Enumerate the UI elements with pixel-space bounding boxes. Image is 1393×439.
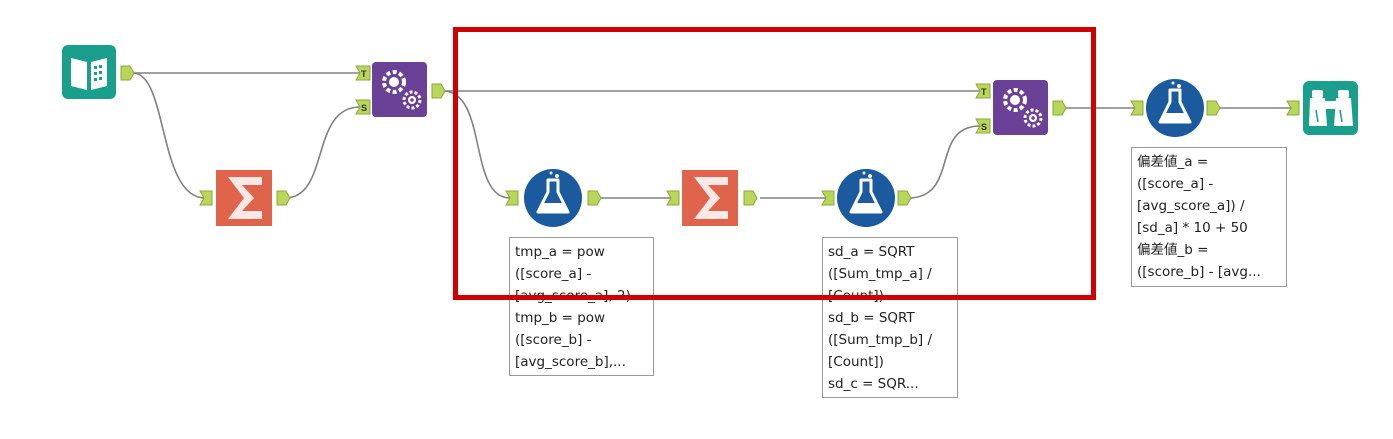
summarize1-output-anchor[interactable] (276, 190, 291, 206)
formula1-output-anchor[interactable] (587, 190, 602, 206)
formula2-tool[interactable] (837, 169, 895, 227)
book-icon (71, 58, 107, 90)
append-fields1-tool[interactable] (372, 62, 427, 117)
formula1-tool[interactable] (524, 169, 582, 227)
summarize2-tool[interactable] (682, 170, 738, 226)
append2-target-label: T (981, 87, 987, 97)
formula1-input-anchor[interactable] (505, 190, 519, 206)
highlight-box (453, 27, 1096, 300)
formula1-annotation: tmp_a = pow ([score_a] - [avg_score_a], … (509, 237, 654, 376)
gears-plus-icon (382, 70, 422, 110)
binoculars-icon (1309, 90, 1353, 126)
append-fields2-tool[interactable] (993, 80, 1048, 135)
summarize1-input-anchor[interactable] (199, 190, 213, 206)
connections (132, 72, 1292, 199)
summarize2-output-anchor[interactable] (743, 190, 758, 206)
append1-target-label: T (361, 69, 367, 79)
summarize2-input-anchor[interactable] (666, 190, 680, 206)
formula3-annotation: 偏差値_a = ([score_a] - [avg_score_a]) / [s… (1131, 147, 1287, 287)
formula2-annotation: sd_a = SQRT ([Sum_tmp_a] / [Count]) sd_b… (822, 237, 958, 398)
input-output-anchor[interactable] (120, 65, 135, 81)
flask-icon (536, 171, 570, 214)
summarize1-tool[interactable] (216, 170, 272, 226)
input-data-tool[interactable] (62, 45, 116, 99)
append1-source-anchor[interactable] (355, 99, 371, 115)
sigma-icon (694, 177, 728, 219)
formula3-tool[interactable] (1146, 79, 1204, 137)
formula3-input-anchor[interactable] (1130, 100, 1144, 116)
append1-target-anchor[interactable] (355, 65, 371, 81)
append1-output-anchor[interactable] (431, 83, 446, 99)
connection-formula2-to-append2-S[interactable] (907, 125, 981, 199)
connection-input-to-summarize1[interactable] (132, 72, 207, 199)
formula3-output-anchor[interactable] (1206, 100, 1221, 116)
append2-target-anchor[interactable] (975, 83, 991, 99)
append1-source-label: S (361, 103, 367, 113)
append2-source-anchor[interactable] (975, 118, 991, 134)
formula2-input-anchor[interactable] (821, 190, 835, 206)
connection-summarize1-to-append1-S[interactable] (284, 106, 361, 199)
gears-plus-icon (1003, 88, 1043, 128)
append2-source-label: S (981, 122, 987, 132)
formula2-output-anchor[interactable] (897, 190, 912, 206)
browse-tool[interactable] (1303, 81, 1358, 135)
append2-output-anchor[interactable] (1052, 100, 1067, 116)
flask-icon (849, 171, 883, 214)
flask-icon (1158, 81, 1192, 124)
sigma-icon (228, 177, 262, 219)
browse-input-anchor[interactable] (1286, 100, 1300, 116)
